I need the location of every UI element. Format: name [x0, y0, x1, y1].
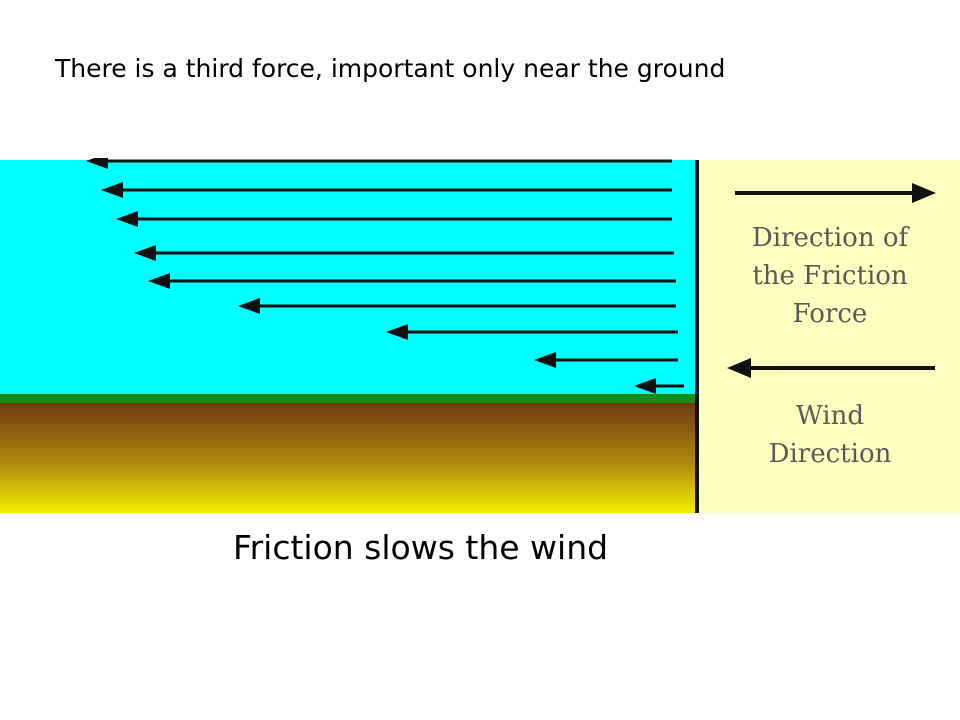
friction-force-label: Direction of the Friction Force [751, 223, 909, 329]
wind-direction-label: Wind Direction [768, 401, 892, 469]
wind-arrow-2 [101, 182, 672, 198]
wind-arrow-1 [86, 158, 672, 169]
wind-arrow-6 [238, 298, 676, 314]
wind-arrow-3 [116, 211, 672, 227]
friction-direction-arrow-icon [735, 183, 936, 203]
wind-arrow-4 [134, 245, 674, 261]
wind-arrow-8 [534, 352, 678, 368]
wind-arrow-9 [634, 378, 684, 394]
wind-direction-arrow-icon [727, 358, 935, 378]
slide-caption: Friction slows the wind [233, 528, 609, 567]
legend-panel [699, 160, 960, 513]
wind-arrow-5 [148, 273, 676, 289]
wind-arrow-7 [386, 324, 678, 340]
slide-heading: There is a third force, important only n… [55, 54, 726, 83]
ground-soil [0, 403, 697, 513]
grass-strip [0, 394, 697, 403]
friction-diagram [0, 158, 960, 513]
panel-divider [695, 160, 699, 513]
